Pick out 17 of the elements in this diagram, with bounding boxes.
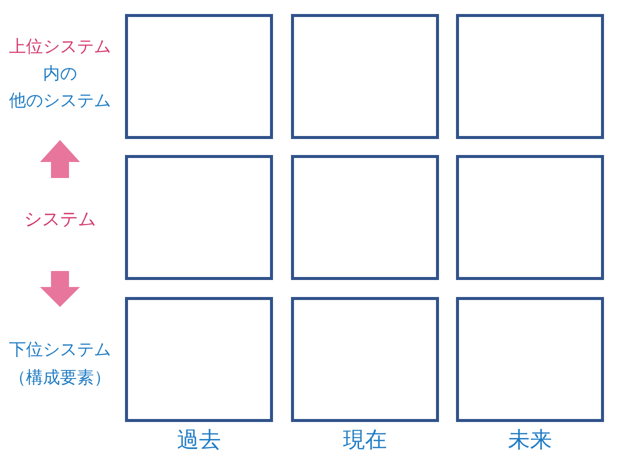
- row-label: システム: [24, 208, 96, 232]
- empty-box: [456, 14, 604, 139]
- empty-box: [291, 155, 439, 280]
- column-label: 現在: [343, 427, 387, 455]
- empty-box: [125, 297, 273, 422]
- row-label: 上位システム: [9, 36, 111, 59]
- empty-box: [125, 155, 273, 280]
- empty-box: [125, 14, 273, 139]
- empty-box: [456, 297, 604, 422]
- row-label: 他のシステム: [9, 90, 111, 113]
- row-label: 内の: [43, 63, 77, 86]
- empty-box: [456, 155, 604, 280]
- row-label: 下位システム（構成要素）: [9, 339, 111, 390]
- empty-box: [291, 14, 439, 139]
- empty-box: [291, 297, 439, 422]
- column-label: 未来: [508, 427, 552, 455]
- column-label: 過去: [177, 427, 221, 455]
